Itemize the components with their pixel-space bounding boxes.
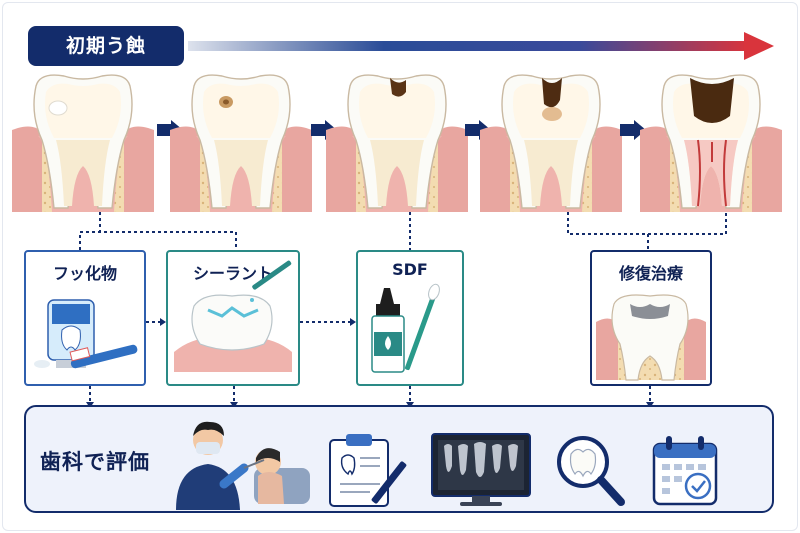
calendar-check-icon bbox=[652, 436, 718, 506]
filling bbox=[630, 304, 670, 319]
title-badge: 初期う蝕 bbox=[28, 26, 184, 66]
progression-arrow bbox=[188, 32, 774, 60]
tooth-stage-4 bbox=[480, 70, 622, 212]
sdf-bottle-applicator-icon bbox=[371, 283, 440, 373]
tooth-stage-1 bbox=[12, 70, 154, 212]
restoration-card-title: 修復治療 bbox=[618, 264, 683, 283]
sdf-card-title: SDF bbox=[392, 260, 428, 279]
fluoride-card: フッ化物 bbox=[24, 250, 146, 386]
stage-arrow-icon bbox=[620, 120, 646, 140]
dentin-caries bbox=[542, 78, 562, 108]
magnifier-tooth-icon bbox=[557, 436, 625, 506]
restoration-card: 修復治療 bbox=[590, 250, 712, 386]
restored-tooth-icon bbox=[596, 294, 706, 381]
evaluation-panel bbox=[24, 405, 774, 513]
fluoride-card-title: フッ化物 bbox=[52, 264, 117, 283]
deep-caries bbox=[690, 78, 734, 123]
sealant-card: シーラント bbox=[166, 250, 300, 386]
tooth-stage-3 bbox=[326, 70, 468, 212]
sealant-card-title: シーラント bbox=[192, 264, 273, 283]
page-title: 初期う蝕 bbox=[65, 35, 146, 57]
dentist-exam-icon bbox=[176, 421, 310, 510]
clipboard-chart-icon bbox=[329, 434, 407, 507]
xray-monitor-icon bbox=[431, 433, 531, 506]
tooth-stage-5 bbox=[640, 70, 782, 212]
sealant-tooth-icon bbox=[174, 260, 292, 372]
sdf-card: SDF bbox=[356, 250, 464, 386]
pulp-nerve bbox=[697, 139, 727, 207]
white-spot-lesion bbox=[48, 100, 68, 116]
toothpaste-toothbrush-icon bbox=[34, 299, 138, 369]
tooth-stage-2 bbox=[170, 70, 312, 212]
evaluation-title: 歯科で評価 bbox=[40, 450, 150, 474]
enamel-cavity bbox=[390, 78, 406, 97]
